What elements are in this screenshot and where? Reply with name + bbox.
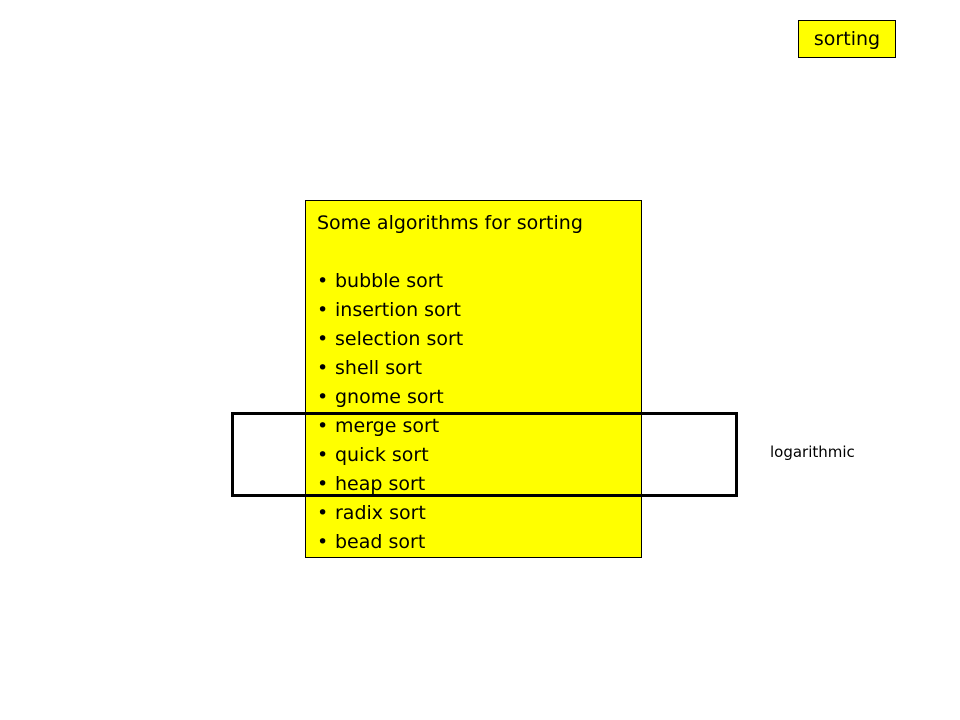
list-item-label: merge sort xyxy=(335,415,440,437)
logarithmic-label: logarithmic xyxy=(770,443,855,461)
list-item: • bead sort xyxy=(317,528,641,557)
list-item-label: selection sort xyxy=(335,328,464,350)
topic-tag-label: sorting xyxy=(813,28,881,50)
logarithmic-group-highlight xyxy=(231,412,738,497)
list-item: • selection sort xyxy=(317,325,641,354)
list-item-label: insertion sort xyxy=(335,299,461,321)
bullet-icon: • xyxy=(317,473,329,495)
list-item-label: heap sort xyxy=(335,473,426,495)
bullet-icon: • xyxy=(317,386,329,408)
list-item: • bubble sort xyxy=(317,267,641,296)
bullet-icon: • xyxy=(317,270,329,292)
bullet-icon: • xyxy=(317,531,329,553)
list-item-label: bead sort xyxy=(335,531,426,553)
list-item: • shell sort xyxy=(317,354,641,383)
panel-title: Some algorithms for sorting xyxy=(317,212,583,234)
list-item: • insertion sort xyxy=(317,296,641,325)
bullet-icon: • xyxy=(317,502,329,524)
list-item-label: radix sort xyxy=(335,502,426,524)
bullet-icon: • xyxy=(317,328,329,350)
list-item: • radix sort xyxy=(317,499,641,528)
topic-tag: sorting xyxy=(798,20,896,58)
algorithm-list: • bubble sort • insertion sort • selection … xyxy=(317,267,641,557)
bullet-icon: • xyxy=(317,299,329,321)
list-item: • heap sort xyxy=(317,470,641,499)
list-item-label: bubble sort xyxy=(335,270,444,292)
list-item: • quick sort xyxy=(317,441,641,470)
list-item-label: quick sort xyxy=(335,444,429,466)
bullet-icon: • xyxy=(317,415,329,437)
list-item-label: gnome sort xyxy=(335,386,444,408)
list-item-label: shell sort xyxy=(335,357,423,379)
list-item: • merge sort xyxy=(317,412,641,441)
bullet-icon: • xyxy=(317,357,329,379)
title-spacer xyxy=(317,238,641,267)
bullet-icon: • xyxy=(317,444,329,466)
list-item: • gnome sort xyxy=(317,383,641,412)
algorithm-panel: Some algorithms for sorting • bubble sort… xyxy=(305,200,642,558)
